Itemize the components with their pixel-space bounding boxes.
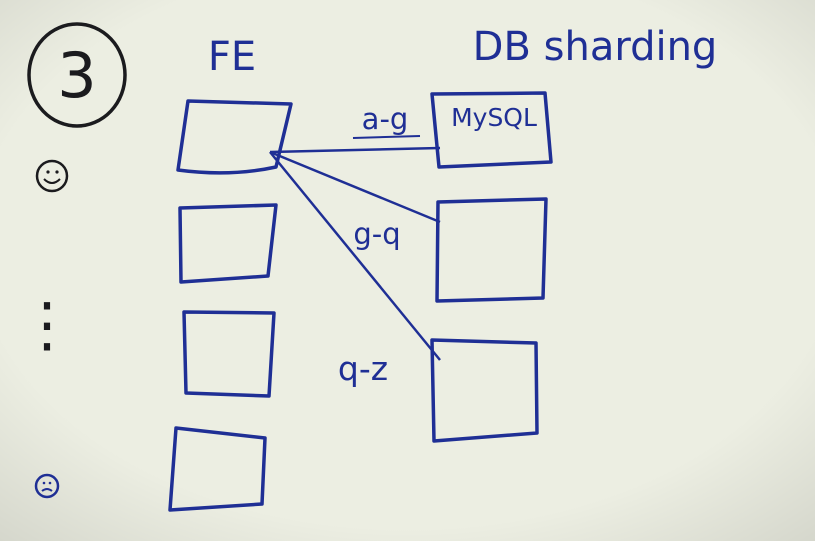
- connection-to-shard-2: [269, 150, 441, 224]
- sad-face-icon: [34, 473, 60, 499]
- range-underline: [352, 135, 421, 139]
- frontend-box-1: [176, 99, 293, 175]
- mysql-label: MySQL: [451, 103, 537, 132]
- shard-range-label-1: a-g: [362, 102, 409, 136]
- smiley-face-icon: [35, 159, 69, 193]
- connection-to-mysql: [269, 146, 441, 154]
- shard-connections: [269, 146, 441, 361]
- shard-box-3: [430, 338, 539, 443]
- database-shards: MySQL: [430, 91, 553, 443]
- shard-box-2: [435, 197, 548, 303]
- frontend-box-3: [182, 310, 276, 398]
- frontend-servers: [168, 99, 293, 512]
- frontend-label: FE: [208, 34, 256, 80]
- ellipsis: ⋮: [17, 290, 77, 360]
- frontend-box-2: [178, 203, 278, 284]
- step-number: 3: [57, 39, 96, 112]
- shard-range-label-3: q-z: [338, 349, 388, 388]
- step-number-marker: 3: [27, 22, 127, 128]
- connection-to-shard-3: [269, 151, 441, 361]
- mysql-shard-box: [430, 91, 553, 169]
- shard-range-label-2: g-q: [353, 217, 400, 251]
- database-title: DB sharding: [473, 24, 718, 70]
- frontend-box-4: [168, 426, 267, 512]
- step-circle: [27, 22, 127, 128]
